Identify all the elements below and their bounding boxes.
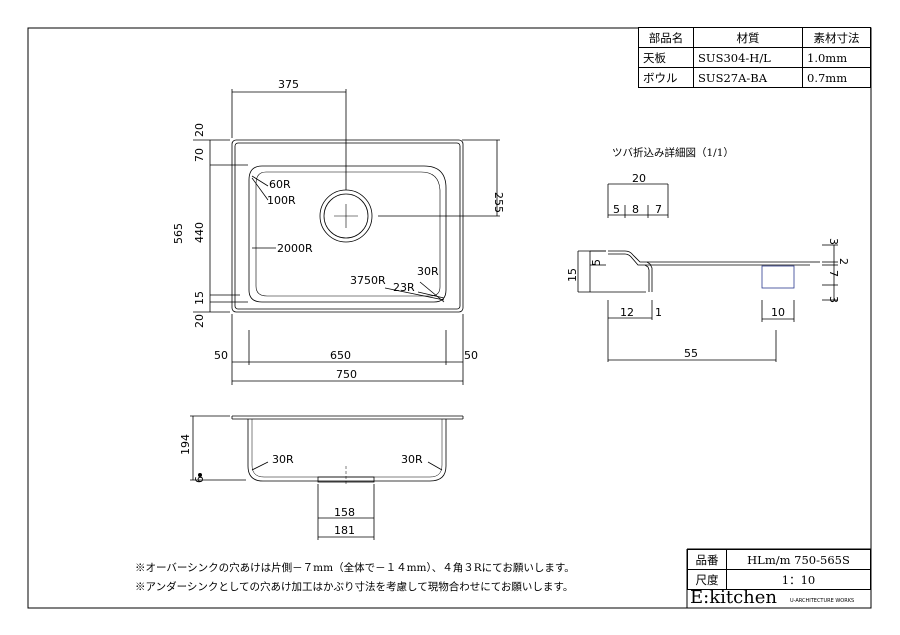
- svg-text:ツバ折込み詳細図（1/1）: ツバ折込み詳細図（1/1）: [612, 146, 734, 159]
- drawing-frame: [27, 27, 872, 609]
- scale-value: 1：10: [726, 569, 871, 590]
- svg-text:194: 194: [179, 434, 192, 455]
- svg-text:2: 2: [837, 258, 850, 265]
- svg-text:7: 7: [827, 270, 840, 277]
- table-cell: SUS304-H/L: [693, 47, 803, 68]
- table-row: 尺度 1：10: [687, 569, 871, 590]
- svg-text:100R: 100R: [267, 194, 296, 207]
- materials-table: 部品名 材質 素材寸法 天板 SUS304-H/L 1.0mm ボウル SUS2…: [638, 27, 871, 88]
- svg-text:50: 50: [464, 349, 478, 362]
- table-header-cell: 素材寸法: [802, 27, 871, 48]
- note-line: ※オーバーシンクの穴あけは片側－７mm（全体で－１４mm）、４角３Rにてお願いし…: [135, 562, 575, 574]
- svg-text:70: 70: [193, 148, 206, 162]
- svg-text:50: 50: [214, 349, 228, 362]
- table-cell: 0.7mm: [802, 67, 871, 88]
- section-view: [190, 415, 464, 540]
- svg-text:3: 3: [827, 296, 840, 303]
- flange-detail-dims: ツバ折込み詳細図（1/1） 20 5 8 7 5 15 3 2 7 3 12 1…: [566, 146, 850, 360]
- svg-text:20: 20: [193, 123, 206, 137]
- brand-subtitle: U-ARCHITECTURE WORKS: [790, 598, 855, 604]
- svg-text:181: 181: [334, 524, 355, 537]
- svg-text:15: 15: [193, 291, 206, 305]
- table-cell: SUS27A-BA: [693, 67, 803, 88]
- svg-text:8: 8: [632, 203, 639, 216]
- svg-text:5: 5: [590, 259, 603, 266]
- section-view-dims: 194 6 30R 30R 158 181: [179, 434, 423, 537]
- title-block-table: 品番 HLm/m 750-565S 尺度 1：10: [687, 549, 871, 590]
- section-dim-dot: [198, 473, 202, 477]
- table-cell: 1.0mm: [802, 47, 871, 68]
- scale-label: 尺度: [687, 569, 727, 590]
- brand-logo: E:kitchen: [690, 587, 778, 608]
- svg-text:6: 6: [193, 476, 206, 483]
- svg-text:15: 15: [566, 268, 579, 282]
- svg-text:30R: 30R: [272, 453, 294, 466]
- svg-text:3750R: 3750R: [350, 274, 386, 287]
- svg-text:7: 7: [655, 203, 662, 216]
- svg-text:10: 10: [771, 306, 785, 319]
- table-row: 品番 HLm/m 750-565S: [687, 549, 871, 570]
- svg-text:375: 375: [278, 78, 299, 91]
- svg-text:3: 3: [827, 238, 840, 245]
- svg-text:20: 20: [632, 172, 646, 185]
- svg-text:20: 20: [193, 314, 206, 328]
- table-row: ボウル SUS27A-BA 0.7mm: [638, 67, 871, 88]
- svg-text:1: 1: [655, 306, 662, 319]
- svg-text:12: 12: [620, 306, 634, 319]
- svg-text:30R: 30R: [401, 453, 423, 466]
- flange-detail: [577, 183, 838, 362]
- note-line: ※アンダーシンクとしての穴あけ加工はかぶり寸法を考慮して現物合わせにてお願いしま…: [135, 581, 574, 593]
- part-no-label: 品番: [687, 549, 727, 570]
- svg-text:255: 255: [492, 192, 505, 213]
- table-header-cell: 部品名: [638, 27, 694, 48]
- svg-text:30R: 30R: [417, 265, 439, 278]
- svg-text:2000R: 2000R: [277, 242, 313, 255]
- svg-text:5: 5: [613, 203, 620, 216]
- svg-text:440: 440: [193, 222, 206, 243]
- part-no-value: HLm/m 750-565S: [726, 549, 871, 570]
- svg-text:650: 650: [330, 349, 351, 362]
- svg-text:60R: 60R: [269, 178, 291, 191]
- plan-view: [193, 89, 500, 385]
- plan-view-dims: 375 255 565 20 70 440 15 20 50 650 50 75…: [172, 78, 505, 381]
- table-row: 天板 SUS304-H/L 1.0mm: [638, 47, 871, 68]
- table-cell: ボウル: [638, 67, 694, 88]
- svg-text:750: 750: [336, 368, 357, 381]
- svg-text:55: 55: [684, 347, 698, 360]
- svg-text:565: 565: [172, 223, 185, 244]
- svg-text:23R: 23R: [393, 281, 415, 294]
- svg-text:158: 158: [334, 506, 355, 519]
- table-header-row: 部品名 材質 素材寸法: [638, 27, 871, 48]
- table-cell: 天板: [638, 47, 694, 68]
- table-header-cell: 材質: [693, 27, 803, 48]
